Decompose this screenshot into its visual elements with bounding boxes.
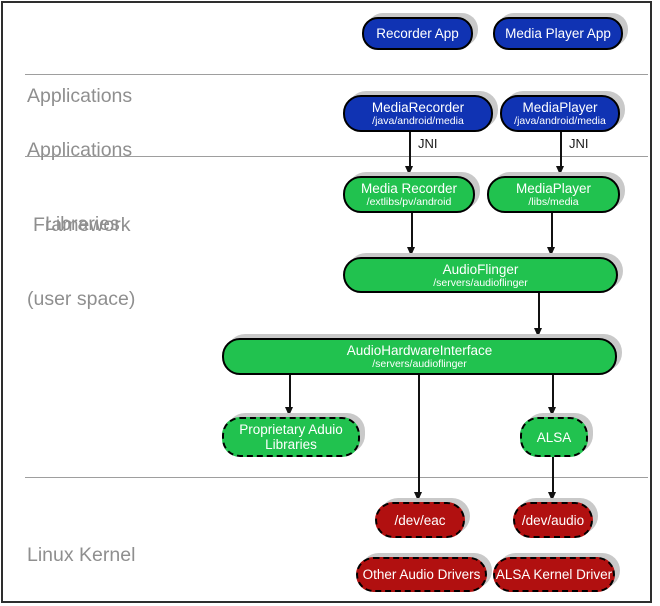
node-mediarecorder-framework: MediaRecorder /java/android/media	[343, 95, 493, 132]
arrow-audioflinger-to-audiohardwareinterface	[534, 293, 543, 337]
jni-label: JNI	[418, 136, 438, 151]
section-divider	[25, 477, 648, 478]
node-title: /dev/audio	[521, 512, 585, 528]
arrow-ahi-to-proprietary-libraries	[285, 375, 294, 416]
node-subtitle: /java/android/media	[514, 115, 606, 127]
node-subtitle: /servers/audioflinger	[372, 358, 467, 370]
node-other-audio-drivers: Other Audio Drivers	[356, 557, 487, 592]
node-mediaplayer-framework: MediaPlayer /java/android/media	[500, 95, 620, 132]
node-title: /dev/eac	[394, 512, 446, 528]
node-title: MediaPlayer	[515, 181, 592, 196]
section-label-line: Linux Kernel	[27, 544, 136, 566]
section-label-linux-kernel: Linux Kernel	[27, 493, 135, 606]
node-proprietary-audio-libraries: Proprietary Aduio Libraries	[222, 417, 360, 457]
node-alsa-kernel-driver: ALSA Kernel Driver	[493, 557, 615, 592]
node-title: Media Recorder	[360, 181, 458, 196]
section-label-line: Applications	[27, 139, 133, 161]
jni-label: JNI	[569, 136, 589, 151]
section-label-line: (user space)	[27, 288, 136, 310]
node-subtitle: /servers/audioflinger	[433, 276, 528, 289]
section-label-applications: Applications	[27, 34, 132, 159]
diagram-border	[1, 1, 652, 603]
node-recorder-app: Recorder App	[362, 17, 473, 50]
arrow-media-recorder-to-audioflinger	[407, 213, 416, 256]
node-title: AudioHardwareInterface	[346, 343, 493, 358]
arrow-ahi-to-alsa	[548, 375, 557, 416]
node-mediaplayer-library: MediaPlayer /libs/media	[487, 176, 620, 213]
node-title-line2: Libraries	[265, 437, 317, 452]
section-label-line: Framework	[33, 214, 131, 236]
section-label-line: Libraries	[45, 213, 120, 235]
node-title: AudioFlinger	[442, 261, 519, 277]
arrow-mediaplayer-jni	[556, 132, 565, 175]
node-title: Media Player App	[505, 26, 611, 41]
section-divider	[25, 156, 648, 157]
section-divider	[25, 74, 648, 75]
section-label-libraries: Libraries (user space)	[27, 162, 135, 362]
node-alsa: ALSA	[520, 417, 588, 457]
section-label-applications-framework: Applications Framework	[27, 88, 132, 288]
node-title: Recorder App	[376, 26, 459, 41]
node-title: ALSA	[536, 429, 572, 445]
arrow-ahi-to-dev-eac	[414, 375, 423, 501]
node-title: Other Audio Drivers	[362, 567, 481, 582]
arrow-mediaplayer-to-audioflinger	[547, 213, 556, 256]
node-title: Proprietary Aduio	[239, 422, 343, 437]
node-subtitle: /java/android/media	[372, 115, 464, 127]
node-title: MediaRecorder	[371, 100, 465, 115]
node-subtitle: /extlibs/pv/android	[366, 196, 452, 208]
node-audioflinger: AudioFlinger /servers/audioflinger	[343, 257, 618, 293]
section-label-line: Applications	[27, 85, 133, 107]
node-title: MediaPlayer	[522, 100, 598, 115]
arrow-mediarecorder-jni	[405, 132, 414, 175]
arrow-alsa-to-dev-audio	[548, 457, 557, 501]
node-dev-eac: /dev/eac	[375, 502, 465, 538]
node-media-recorder-library: Media Recorder /extlibs/pv/android	[343, 176, 475, 213]
node-audiohardwareinterface: AudioHardwareInterface /servers/audiofli…	[222, 338, 617, 375]
node-title: ALSA Kernel Driver	[495, 567, 613, 582]
node-subtitle: /libs/media	[528, 196, 579, 208]
node-dev-audio: /dev/audio	[513, 502, 593, 538]
node-media-player-app: Media Player App	[493, 17, 623, 50]
